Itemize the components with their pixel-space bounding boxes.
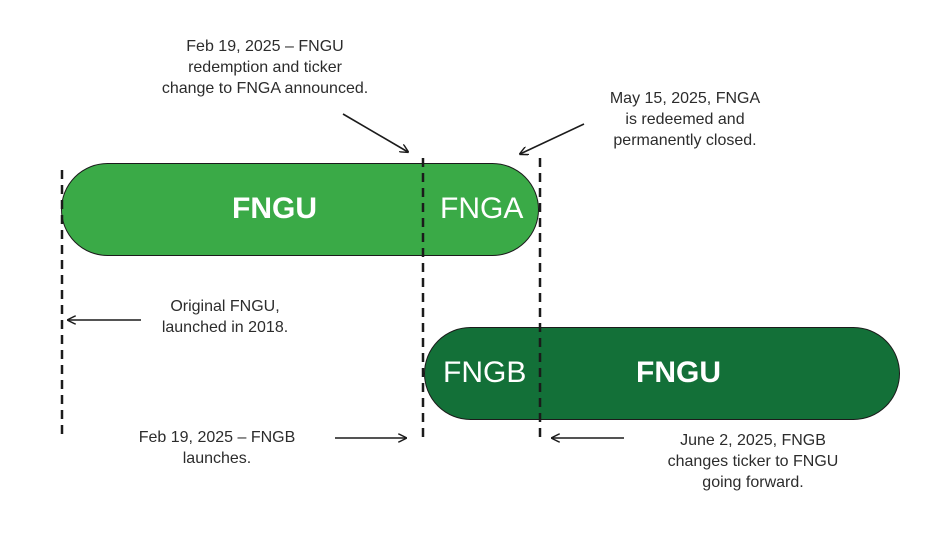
fngb-label: FNGB: [443, 356, 527, 389]
fnga-label: FNGA: [440, 192, 524, 225]
ticker-change-note: June 2, 2025, FNGB changes ticker to FNG…: [667, 432, 839, 491]
original-launch-note: Original FNGU, launched in 2018.: [161, 298, 289, 336]
original-fund-bar: [61, 163, 539, 256]
fnga-closed-note: May 15, 2025, FNGA is redeemed and perma…: [609, 90, 761, 149]
closure-arrow: [520, 123, 585, 154]
redemption-announced-note: Feb 19, 2025 – FNGU redemption and ticke…: [161, 38, 369, 97]
redemption-arrow: [342, 113, 408, 152]
fngb-launch-note: Feb 19, 2025 – FNGB launches.: [138, 429, 296, 467]
new-fund-bar: [424, 327, 900, 420]
fngu-original-label: FNGU: [232, 192, 317, 225]
fngu-new-label: FNGU: [636, 356, 721, 389]
